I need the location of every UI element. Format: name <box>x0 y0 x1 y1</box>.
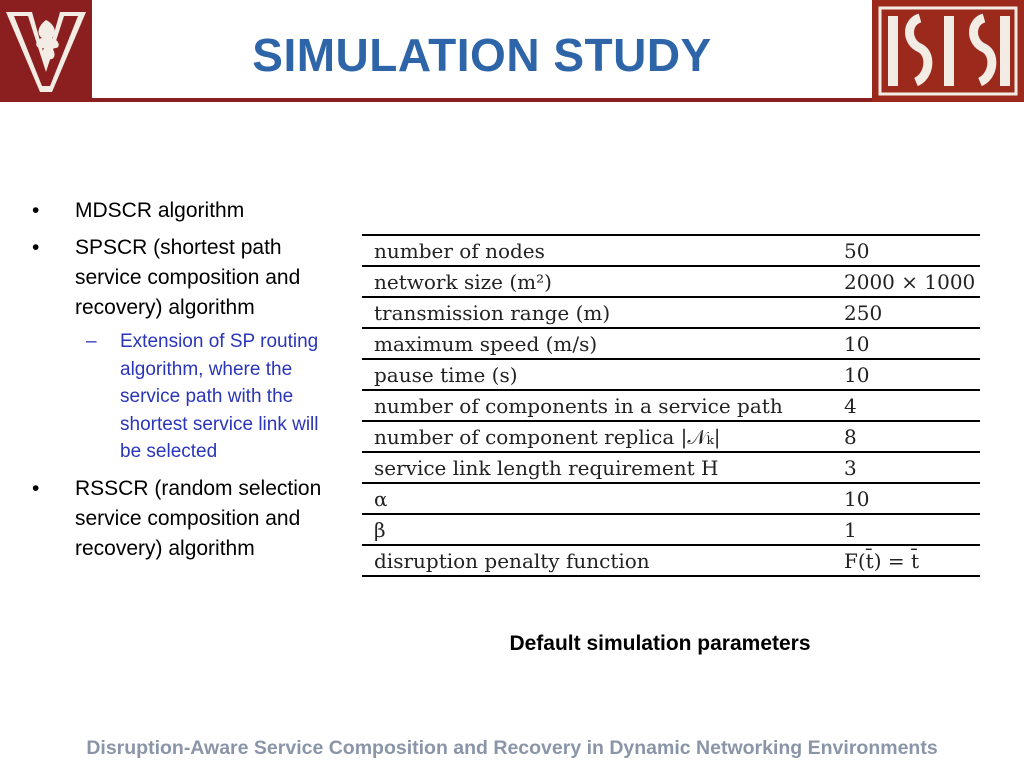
param-name: number of component replica |𝒩ₖ| <box>362 420 832 452</box>
param-value: 250 <box>832 296 980 328</box>
bullet-text: SPSCR (shortest path service composition… <box>75 236 301 319</box>
vanderbilt-logo-icon <box>0 0 92 102</box>
table-row: number of nodes 50 <box>362 234 980 266</box>
table-row: maximum speed (m/s) 10 <box>362 327 980 359</box>
bullet-item: • RSSCR (random selection service compos… <box>32 474 332 564</box>
table-row: service link length requirement H 3 <box>362 451 980 483</box>
bullet-text: RSSCR (random selection service composit… <box>75 476 322 560</box>
isis-logo-icon <box>872 0 1024 102</box>
param-name: β <box>362 513 832 545</box>
sub-bullet-marker: – <box>86 331 97 352</box>
param-value: 1 <box>832 513 980 545</box>
param-value: F(t̄) = t̄ <box>832 544 980 577</box>
param-name: transmission range (m) <box>362 296 832 328</box>
table-row: α 10 <box>362 482 980 514</box>
slide-title: SIMULATION STUDY <box>252 29 712 81</box>
parameters-table: number of nodes 50 network size (m²) 200… <box>362 234 980 577</box>
param-value: 10 <box>832 358 980 390</box>
param-name: service link length requirement H <box>362 451 832 483</box>
param-name: number of nodes <box>362 234 832 266</box>
table-row: network size (m²) 2000 × 1000 <box>362 265 980 297</box>
table-caption: Default simulation parameters <box>509 632 811 655</box>
param-name: α <box>362 482 832 514</box>
table-row: number of components in a service path 4 <box>362 389 980 421</box>
param-name: disruption penalty function <box>362 544 832 577</box>
isis-letters-icon <box>878 6 1018 96</box>
bullet-list: • MDSCR algorithm • SPSCR (shortest path… <box>32 196 332 571</box>
v-leaf-icon <box>6 12 86 92</box>
table-row: transmission range (m) 250 <box>362 296 980 328</box>
sub-bullet-text: Extension of SP routing algorithm, where… <box>120 331 319 462</box>
param-name: maximum speed (m/s) <box>362 327 832 359</box>
param-value: 3 <box>832 451 980 483</box>
bullet-marker: • <box>32 236 40 259</box>
bullet-marker: • <box>32 476 40 500</box>
param-name: network size (m²) <box>362 265 832 297</box>
param-value: 2000 × 1000 <box>832 265 980 297</box>
param-value: 8 <box>832 420 980 452</box>
bullet-marker: • <box>32 199 40 222</box>
param-value: 50 <box>832 234 980 266</box>
param-name: pause time (s) <box>362 358 832 390</box>
bullet-item: • MDSCR algorithm <box>32 196 332 226</box>
param-value: 4 <box>832 389 980 421</box>
bullet-item: • SPSCR (shortest path service compositi… <box>32 233 332 323</box>
param-name: number of components in a service path <box>362 389 832 421</box>
table-row: number of component replica |𝒩ₖ| 8 <box>362 420 980 452</box>
param-value: 10 <box>832 327 980 359</box>
sub-bullet-item: – Extension of SP routing algorithm, whe… <box>86 328 332 466</box>
table-row: disruption penalty function F(t̄) = t̄ <box>362 544 980 577</box>
bullet-text: MDSCR algorithm <box>75 199 245 222</box>
header-divider <box>92 98 872 102</box>
param-value: 10 <box>832 482 980 514</box>
table-row: pause time (s) 10 <box>362 358 980 390</box>
table-row: β 1 <box>362 513 980 545</box>
footer-text: Disruption-Aware Service Composition and… <box>86 737 938 759</box>
